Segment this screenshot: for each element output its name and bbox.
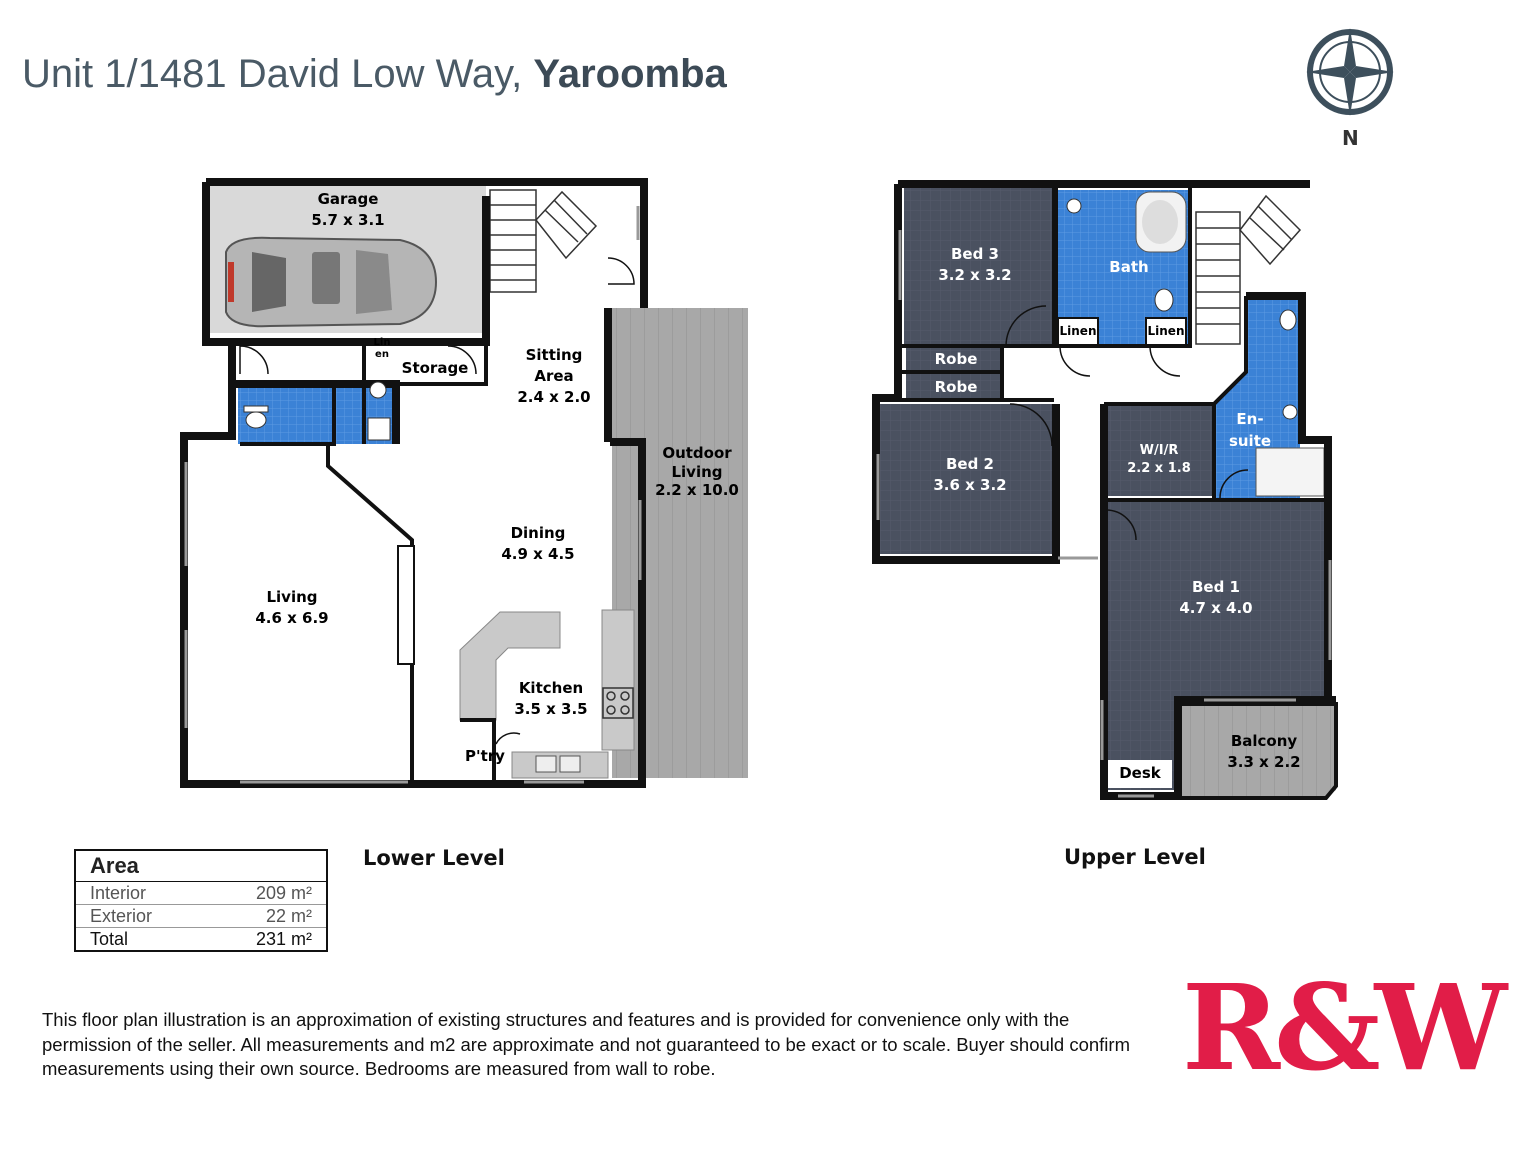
outdoor-living-deck xyxy=(612,308,748,778)
bed3-floor xyxy=(904,188,1054,344)
balcony-dims: 3.3 x 2.2 xyxy=(1227,753,1300,771)
disclaimer-text: This floor plan illustration is an appro… xyxy=(42,1009,1130,1079)
bed3-label: Bed 3 xyxy=(951,245,999,263)
brand-logo: R&W xyxy=(1182,958,1507,1097)
area-table: Area Interior 209 m² Exterior 22 m² Tota… xyxy=(74,849,328,952)
balcony-label: Balcony xyxy=(1231,732,1298,750)
upper-windows xyxy=(876,230,1332,798)
ensuite-label-2: suite xyxy=(1229,432,1271,450)
robe2-label: Robe xyxy=(935,378,978,396)
desk-label: Desk xyxy=(1119,764,1162,782)
kitchen-label: Kitchen xyxy=(519,679,583,697)
wir-label: W/I/R xyxy=(1140,443,1179,458)
wir-dims: 2.2 x 1.8 xyxy=(1127,461,1191,476)
address-text: Unit 1/1481 David Low Way, xyxy=(22,52,523,96)
bed2-dims: 3.6 x 3.2 xyxy=(933,476,1006,494)
garage-label: Garage xyxy=(318,190,379,208)
linen-lower-label: Lin xyxy=(374,337,391,348)
cooktop-icon xyxy=(602,687,634,719)
balcony-floor xyxy=(1182,704,1336,798)
sitting-dims: 2.4 x 2.0 xyxy=(517,388,590,406)
sitting-label: Sitting xyxy=(526,346,583,364)
bed2-label: Bed 2 xyxy=(946,455,994,473)
pantry-label: P'try xyxy=(465,747,505,765)
kitchen-dims: 3.5 x 3.5 xyxy=(514,700,587,718)
bed1-floor xyxy=(1104,500,1328,790)
living-dims: 4.6 x 6.9 xyxy=(255,609,328,627)
ensuite-label: En- xyxy=(1236,410,1263,428)
outdoor-label: Outdoor xyxy=(662,444,732,462)
bed2-floor xyxy=(880,404,1054,554)
dining-label: Dining xyxy=(511,524,566,542)
upper-level-plan xyxy=(872,180,1338,800)
linen1-label: Linen xyxy=(1060,324,1097,338)
toilet-icon xyxy=(243,381,391,441)
robe1-label: Robe xyxy=(935,350,978,368)
lower-windows xyxy=(184,206,642,784)
bed1-dims: 4.7 x 4.0 xyxy=(1179,599,1252,617)
outdoor-label-2: Living xyxy=(671,463,722,481)
page-title: Unit 1/1481 David Low Way, Yaroomba xyxy=(22,52,727,97)
outdoor-dims: 2.2 x 10.0 xyxy=(655,481,739,499)
wir-floor xyxy=(1106,406,1212,496)
linen-lower-label-2: en xyxy=(375,349,389,360)
bed3-dims: 3.2 x 3.2 xyxy=(938,266,1011,284)
area-row-interior: Interior 209 m² xyxy=(76,882,326,905)
lower-level-plan xyxy=(180,178,748,788)
kitchen-side-bench xyxy=(601,609,635,751)
garage-dims: 5.7 x 3.1 xyxy=(311,211,384,229)
storage-label: Storage xyxy=(402,359,469,377)
north-label: N xyxy=(1342,126,1359,150)
lower-level-label: Lower Level xyxy=(363,846,505,870)
shower-icon xyxy=(1255,447,1325,497)
living-label: Living xyxy=(266,588,317,606)
bath-label: Bath xyxy=(1109,258,1148,276)
stairs-lower xyxy=(489,189,598,293)
upper-inner-walls xyxy=(902,188,1338,800)
car-icon xyxy=(225,236,438,328)
robe2-floor xyxy=(906,374,1002,400)
dining-dims: 4.9 x 4.5 xyxy=(501,545,574,563)
bathtub-icon xyxy=(1135,191,1187,253)
linen2-cupboard xyxy=(1145,317,1187,347)
lower-walls xyxy=(180,178,648,788)
lower-doors xyxy=(239,257,635,745)
robe1-floor xyxy=(906,346,1002,372)
living-feature-wall xyxy=(397,545,415,665)
bed1-label: Bed 1 xyxy=(1192,578,1240,596)
stairs-upper xyxy=(1195,194,1302,345)
sitting-label-2: Area xyxy=(534,367,573,385)
linen2-label: Linen xyxy=(1148,324,1185,338)
suburb-text: Yaroomba xyxy=(533,52,727,96)
area-row-exterior: Exterior 22 m² xyxy=(76,905,326,928)
desk-area xyxy=(1106,760,1172,788)
compass-icon xyxy=(1306,28,1394,116)
area-row-total: Total 231 m² xyxy=(90,929,312,949)
sink-icon xyxy=(535,755,581,773)
area-table-title: Area xyxy=(76,851,326,882)
upper-doors xyxy=(1005,305,1249,541)
toilet-icon xyxy=(1066,198,1298,420)
upper-level-label: Upper Level xyxy=(1064,845,1206,869)
